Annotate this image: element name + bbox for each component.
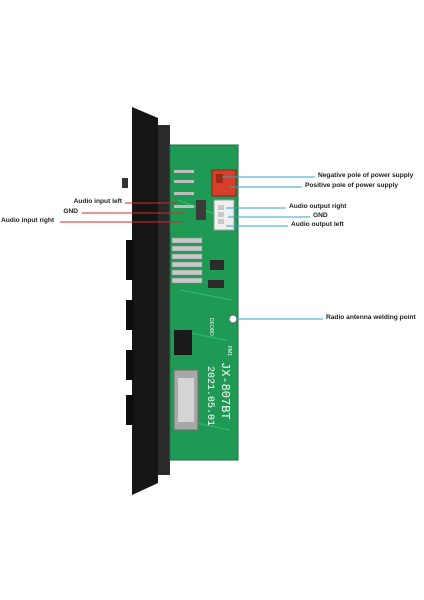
- left-leader-lines: [60, 202, 186, 223]
- svg-text:DEOBD: DEOBD: [208, 318, 214, 336]
- power-connector: [211, 169, 237, 197]
- right-leader-lines: [222, 176, 323, 320]
- label-negative-pole: Negative pole of power supply: [318, 172, 414, 179]
- label-audio-output-right: Audio output right: [289, 203, 347, 210]
- input-pin-header: [174, 170, 194, 208]
- pcb-board: DEOBD JX-807BT 2021.05.01 FM1: [169, 144, 239, 461]
- label-radio-antenna: Radio antenna welding point: [326, 314, 416, 321]
- front-panel: [122, 107, 170, 495]
- label-gnd-right: GND: [313, 212, 328, 219]
- label-audio-output-left: Audio output left: [291, 221, 344, 228]
- model-text: JX-807BT: [218, 362, 232, 420]
- ribbon-pins: [171, 237, 203, 284]
- label-positive-pole: Positive pole of power supply: [305, 182, 399, 189]
- label-audio-input-left: Audio input left: [73, 198, 122, 205]
- date-text: 2021.05.01: [204, 366, 215, 426]
- fm-silk-text: FM1: [226, 346, 232, 356]
- label-audio-input-right: Audio input right: [1, 217, 55, 224]
- antenna-pad: [228, 314, 238, 324]
- label-gnd-left: GND: [63, 208, 78, 215]
- usb-port: [173, 369, 199, 431]
